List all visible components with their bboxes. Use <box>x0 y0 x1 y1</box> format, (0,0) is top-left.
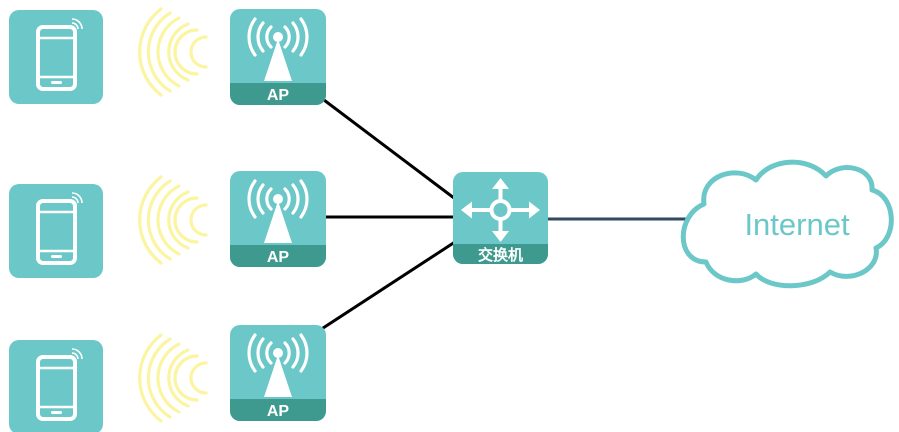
cloud-icon <box>680 159 894 289</box>
access-point-node: AP <box>228 7 328 107</box>
ap-label: AP <box>267 403 290 420</box>
link-ap3-switch <box>319 238 459 332</box>
link-ap1-switch <box>315 92 459 203</box>
wifi-signal-icon <box>138 175 208 265</box>
access-point-node: AP <box>228 169 328 269</box>
switch-label: 交换机 <box>478 246 523 264</box>
smartphone-icon <box>7 8 105 106</box>
smartphone-icon <box>7 182 105 280</box>
switch-node: 交换机 <box>453 172 548 264</box>
internet-cloud: Internet <box>680 159 894 289</box>
switch-arrows-icon <box>461 178 540 242</box>
smartphone-icon <box>7 338 105 432</box>
access-point-node: AP <box>228 323 328 423</box>
wifi-signal-icon <box>138 333 208 423</box>
internet-label: Internet <box>744 207 850 242</box>
ap-label: AP <box>267 87 290 104</box>
ap-label: AP <box>267 249 290 266</box>
wifi-signal-icon <box>138 7 208 97</box>
